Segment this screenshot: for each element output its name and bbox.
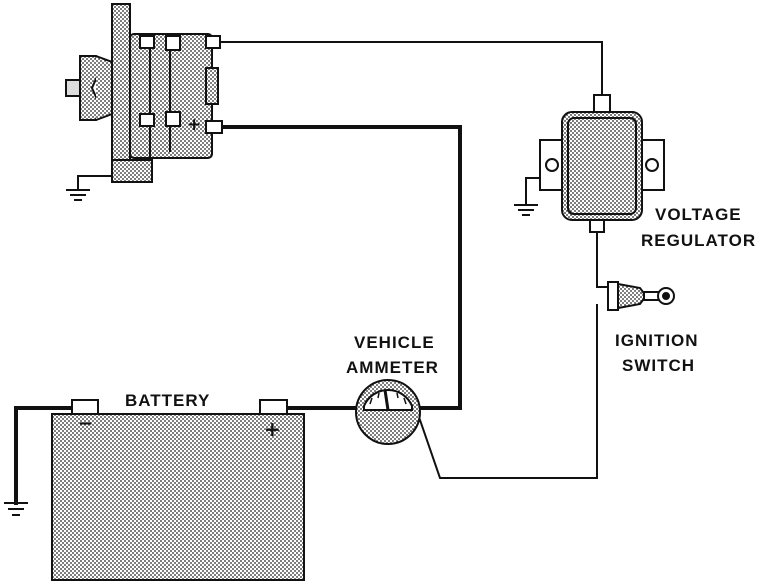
ground-symbol-battery bbox=[4, 502, 28, 516]
battery-ground-wire bbox=[14, 406, 74, 505]
battery-negative-symbol: − bbox=[78, 413, 94, 434]
wiring bbox=[14, 41, 616, 505]
ignition-switch[interactable] bbox=[607, 281, 675, 311]
alternator-field-terminal bbox=[205, 35, 221, 49]
ignition-label: IGNITION bbox=[615, 331, 699, 350]
switch-label: SWITCH bbox=[622, 356, 696, 375]
vehicle-label: VEHICLE bbox=[354, 333, 435, 352]
alternator-positive-symbol: + bbox=[187, 115, 202, 135]
battery-negative-post bbox=[71, 399, 99, 415]
ammeter-label: AMMETER bbox=[346, 358, 439, 377]
alternator-output-terminal bbox=[205, 120, 223, 134]
voltage-regulator bbox=[539, 94, 665, 233]
regulator-label: REGULATOR bbox=[641, 231, 757, 250]
alternator-ground-wire bbox=[77, 175, 113, 191]
battery-positive-post bbox=[259, 399, 288, 415]
regulator-case bbox=[561, 111, 643, 221]
battery-label: BATTERY bbox=[125, 391, 211, 410]
ground-symbol-regulator bbox=[514, 204, 538, 216]
field-wire bbox=[219, 41, 603, 96]
regulator-ground-wire bbox=[525, 177, 541, 206]
battery-positive-symbol: + bbox=[264, 417, 281, 441]
voltage-label: VOLTAGE bbox=[655, 205, 742, 224]
alternator bbox=[65, 3, 223, 183]
vehicle-ammeter bbox=[355, 379, 421, 445]
ignition-to-ammeter-wire bbox=[418, 304, 598, 479]
battery bbox=[51, 399, 305, 581]
ground-symbol-alternator bbox=[66, 189, 90, 201]
regulator-to-ignition-wire bbox=[596, 231, 616, 288]
battery-case bbox=[51, 413, 305, 581]
alternator-output-wire bbox=[220, 125, 462, 410]
